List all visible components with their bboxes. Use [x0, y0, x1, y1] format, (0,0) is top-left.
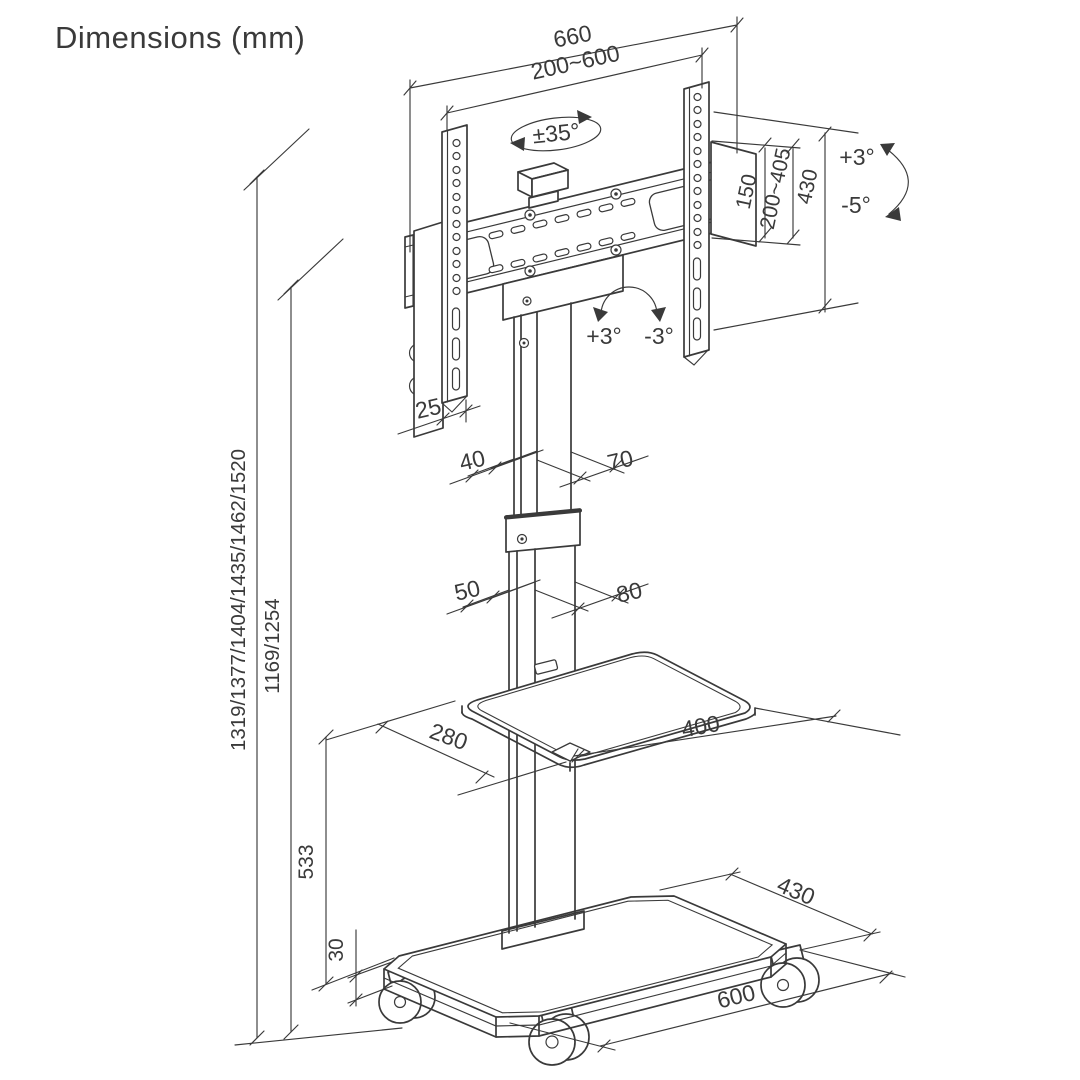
dim-swivel-range: ±35°	[531, 118, 581, 149]
dim-bracket-height: 430	[793, 167, 823, 206]
lower-column	[501, 545, 585, 950]
vesa-holes-right	[692, 92, 702, 341]
caster-right	[760, 944, 820, 1008]
vesa-bracket-right	[683, 81, 757, 366]
dimension-lines	[234, 16, 909, 1053]
dim-shelf-elevation: 533	[295, 844, 318, 879]
dim-tilt-down: -5°	[841, 192, 871, 218]
dim-base-depth: 430	[773, 871, 818, 910]
dim-height-options: 1319/1377/1404/1435/1462/1520	[227, 449, 250, 751]
dim-column-heights: 1169/1254	[261, 598, 284, 693]
upper-column	[513, 302, 572, 517]
dim-bracket-depth: 25	[413, 393, 444, 424]
column-bracket-plate	[502, 254, 624, 321]
dim-level-left: +3°	[586, 323, 621, 349]
diagram-title: Dimensions (mm)	[55, 20, 305, 55]
dimension-labels: Dimensions (mm) 660 200~600 ±35° 150 200…	[55, 20, 875, 1014]
dim-upper-column-depth: 70	[605, 445, 636, 476]
dim-upper-column-width: 40	[457, 445, 488, 476]
dim-shelf-width: 400	[679, 710, 721, 742]
vesa-bracket-left	[408, 124, 468, 438]
dim-level-right: -3°	[644, 323, 674, 349]
dim-base-thickness: 30	[325, 938, 348, 961]
rail-slots	[488, 197, 636, 274]
column-cap	[517, 162, 569, 209]
dim-tilt-up: +3°	[839, 144, 874, 170]
dim-lower-column-depth: 80	[614, 577, 645, 608]
vesa-holes-left	[451, 138, 461, 391]
media-shelf	[461, 651, 756, 772]
dim-vesa-height: 200~405	[756, 146, 796, 231]
dim-lower-column-width: 50	[452, 575, 483, 606]
telescope-joint	[504, 508, 582, 553]
rail-screws	[524, 188, 622, 277]
base-platform	[383, 895, 787, 1038]
